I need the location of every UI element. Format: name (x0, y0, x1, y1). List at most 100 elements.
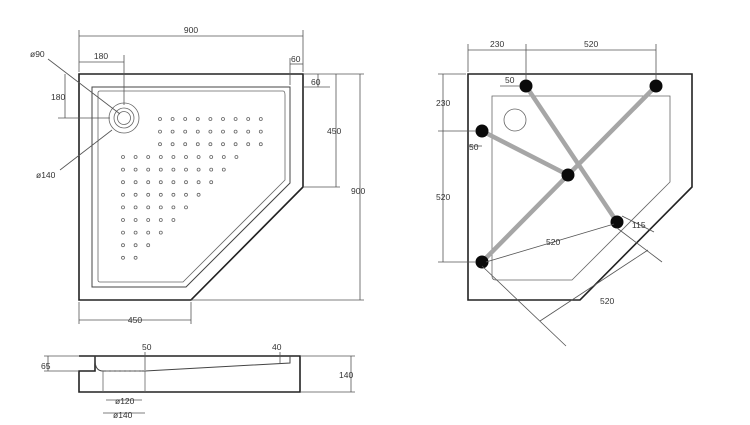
frame-drain-circle (503, 108, 527, 132)
anti-slip-dot (184, 180, 188, 185)
anti-slip-dot (133, 180, 138, 185)
frame-leg (475, 255, 489, 269)
anti-slip-dot (133, 155, 138, 159)
dim-label-drain-ring: ø140 (36, 170, 56, 180)
anti-slip-dot (209, 180, 214, 185)
dim-label-drain-y: 180 (51, 92, 65, 102)
dim-label-diag-outer: 520 (600, 296, 614, 306)
anti-slip-dot (221, 155, 226, 159)
tray-inner-rim (91, 86, 291, 288)
dim-label-slope-start: 50 (142, 342, 152, 352)
anti-slip-dot (221, 129, 225, 134)
anti-slip-dot (170, 117, 175, 121)
dim-label-frame-top-right: 520 (584, 39, 598, 49)
anti-slip-dot (195, 142, 200, 147)
anti-slip-dot (146, 243, 151, 248)
anti-slip-dot (171, 205, 176, 210)
anti-slip-dot (158, 129, 162, 134)
anti-slip-dot (221, 117, 225, 121)
dim-label-right-straight: 450 (327, 126, 341, 136)
anti-slip-dot (171, 218, 176, 222)
anti-slip-dot (208, 117, 213, 121)
anti-slip-dot (121, 167, 125, 172)
dim-label-leg-offset-top: 50 (505, 75, 515, 85)
dim-label-frame-left-top: 230 (436, 98, 450, 108)
anti-slip-dot (183, 117, 188, 121)
anti-slip-dot (209, 155, 214, 159)
anti-slip-dot (121, 255, 125, 260)
anti-slip-dot (146, 230, 151, 235)
anti-slip-dot (158, 192, 163, 197)
frame-view: 230 520 50 230 520 50 520 115 520 (436, 39, 693, 347)
anti-slip-dot (121, 218, 125, 222)
anti-slip-dot (121, 192, 125, 197)
anti-slip-dot-pattern (121, 117, 263, 260)
anti-slip-dot (170, 142, 175, 147)
anti-slip-dot (170, 129, 175, 134)
frame-leg (610, 215, 624, 229)
drain-hole (117, 111, 131, 125)
anti-slip-dot (133, 218, 138, 222)
drain-outer-ring (108, 102, 140, 134)
anti-slip-dot (158, 155, 163, 159)
anti-slip-dot (246, 142, 251, 147)
frame-beam (479, 128, 571, 178)
section-view: 65 140 50 40 ø120 ø140 (41, 342, 355, 420)
dim-label-pipe-inner: ø120 (115, 396, 135, 406)
anti-slip-dot (196, 167, 201, 172)
anti-slip-dot (158, 142, 162, 147)
anti-slip-dot (183, 142, 188, 147)
anti-slip-dot (221, 167, 226, 172)
anti-slip-dot (133, 167, 138, 172)
anti-slip-dot (121, 155, 125, 159)
anti-slip-dot (184, 167, 188, 172)
frame-leg (519, 79, 533, 93)
anti-slip-dot (258, 129, 263, 134)
anti-slip-dot (195, 117, 200, 121)
anti-slip-dot (233, 142, 238, 147)
dim-label-right-height: 900 (351, 186, 365, 196)
anti-slip-dot (121, 180, 125, 185)
leader-drain-diameter (47, 58, 121, 115)
anti-slip-dot (221, 142, 225, 147)
anti-slip-dot (171, 155, 176, 159)
anti-slip-dot (196, 192, 201, 197)
anti-slip-dot (184, 205, 188, 210)
anti-slip-dot (121, 243, 125, 248)
anti-slip-dot (171, 180, 176, 185)
dim-line-leg-offset-diag (621, 215, 655, 233)
anti-slip-dot (233, 129, 238, 134)
dim-label-drain-diameter: ø90 (30, 49, 45, 59)
anti-slip-dot (233, 117, 238, 121)
anti-slip-dot (158, 180, 163, 185)
dim-label-frame-top-left: 230 (490, 39, 504, 49)
anti-slip-dot (246, 129, 251, 134)
anti-slip-dot (146, 180, 151, 185)
frame-leg (561, 168, 575, 182)
anti-slip-dot (133, 243, 138, 248)
dim-ext (481, 265, 567, 347)
dim-label-bottom-straight: 450 (128, 315, 142, 325)
anti-slip-dot (171, 192, 176, 197)
anti-slip-dot (158, 218, 163, 222)
tray-outline (78, 73, 304, 301)
dim-label-frame-left-bottom: 520 (436, 192, 450, 202)
anti-slip-dot (184, 155, 188, 159)
dim-label-slope-end: 40 (272, 342, 282, 352)
anti-slip-dot (133, 192, 138, 197)
frame-leg (475, 124, 489, 138)
anti-slip-dot (246, 117, 251, 121)
anti-slip-dot (234, 155, 239, 159)
anti-slip-dot (195, 129, 200, 134)
dim-label-leg-offset-diag: 115 (632, 220, 646, 230)
dim-label-drain-x: 180 (94, 51, 108, 61)
anti-slip-dot (146, 155, 151, 159)
anti-slip-dot (208, 142, 213, 147)
anti-slip-dot (158, 117, 162, 121)
anti-slip-dot (133, 255, 138, 260)
anti-slip-dot (146, 167, 151, 172)
section-outline (78, 355, 301, 393)
dim-label-leg-offset-left: 50 (469, 142, 479, 152)
